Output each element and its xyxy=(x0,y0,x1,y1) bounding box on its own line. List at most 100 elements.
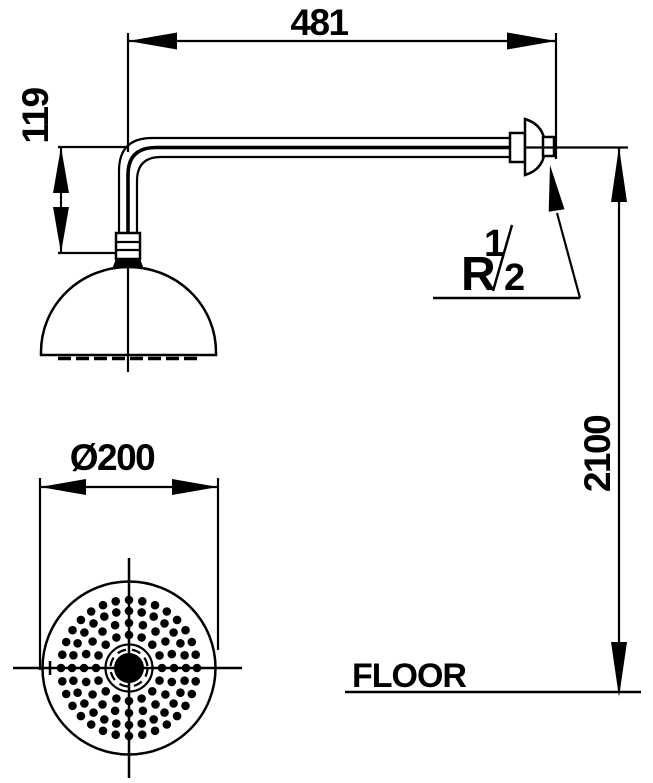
spray-hole-dot xyxy=(61,637,71,647)
spray-hole-dot xyxy=(149,715,158,724)
spray-hole-dot xyxy=(124,618,134,628)
dimension-value: Ø200 xyxy=(70,437,155,478)
fraction-slash xyxy=(491,224,514,292)
arrowhead-down xyxy=(611,642,627,697)
spray-hole-dot xyxy=(98,600,108,610)
spray-hole-dot xyxy=(155,651,164,660)
spray-hole-dot xyxy=(137,694,146,703)
spray-hole-dot xyxy=(191,677,200,686)
spray-hole-dot xyxy=(67,663,77,673)
spray-hole-dot xyxy=(124,595,134,605)
spray-hole-dot xyxy=(172,615,182,625)
spray-hole-dot xyxy=(187,637,197,647)
spray-hole-dot xyxy=(98,627,107,636)
spray-hole-dot xyxy=(76,615,86,625)
spray-hole-dot xyxy=(149,612,158,621)
arrowhead-left xyxy=(128,32,177,50)
spray-hole-dot xyxy=(150,600,160,610)
arrowhead-up xyxy=(611,147,627,202)
spray-hole-dot xyxy=(56,663,66,673)
dimension-value: 2100 xyxy=(577,415,618,492)
spray-hole-dot xyxy=(137,633,146,642)
spray-hole-dot xyxy=(138,706,148,716)
spray-hole-dot xyxy=(80,699,89,708)
leader-line xyxy=(555,212,582,299)
spray-hole-dot xyxy=(180,651,189,660)
spray-hole-dot xyxy=(61,689,71,699)
spray-hole-dot xyxy=(138,620,148,630)
spray-hole-dot xyxy=(180,676,189,685)
spray-hole-dot xyxy=(161,690,170,699)
spray-hole-dot xyxy=(88,637,97,646)
spray-hole-dot xyxy=(124,720,134,730)
spray-hole-dot xyxy=(86,607,96,616)
dimension-head-offset: 119 xyxy=(15,87,129,255)
dimension-value: 481 xyxy=(290,2,348,43)
floor-reference: FLOOR xyxy=(345,657,641,695)
spray-hole-dot xyxy=(169,699,178,708)
spray-hole-dot xyxy=(101,687,110,696)
spray-hole-dot xyxy=(100,715,109,724)
arrowhead-right xyxy=(507,32,556,50)
dimension-mount-height: 2100 xyxy=(577,147,627,697)
center-inlet-disc xyxy=(114,653,144,683)
spray-hole-dot xyxy=(137,719,146,728)
spray-hole-dot xyxy=(79,663,89,673)
spray-hole-dot xyxy=(176,688,185,697)
arrowhead-up xyxy=(53,147,69,193)
arrowhead-left xyxy=(40,479,86,495)
shower-arm-inner-line xyxy=(135,155,512,233)
spray-hole-dot xyxy=(181,663,191,673)
spray-hole-dot xyxy=(160,619,169,628)
spray-hole-dot xyxy=(89,708,98,717)
spray-hole-dot xyxy=(151,700,160,709)
spray-hole-dot xyxy=(138,730,147,739)
spray-hole-dot xyxy=(69,676,78,685)
leader-arrowhead xyxy=(548,165,565,212)
spray-hole-dot xyxy=(101,640,110,649)
spray-hole-dot xyxy=(94,651,103,660)
arm-wall-collar xyxy=(508,131,527,164)
arrowhead-right xyxy=(172,479,218,495)
center-dashed-circle xyxy=(109,648,149,688)
spray-hole-dot xyxy=(160,708,169,717)
spray-hole-dot xyxy=(124,606,134,616)
spray-hole-dot xyxy=(81,649,91,659)
spray-hole-dot xyxy=(124,630,134,640)
spray-hole-dot xyxy=(68,625,77,635)
spray-hole-dot xyxy=(187,689,197,699)
arrowhead-down xyxy=(53,207,69,253)
spray-hole-dot xyxy=(110,620,120,630)
spray-hole-dot xyxy=(137,608,146,617)
spray-hole-dot xyxy=(138,597,147,606)
head-connector-nut xyxy=(114,231,142,261)
spray-dot-pattern xyxy=(56,595,202,741)
spray-hole-dot xyxy=(169,628,178,637)
spray-hole-dot xyxy=(111,597,120,606)
spray-hole-dot xyxy=(94,676,103,685)
spray-hole-dot xyxy=(151,627,160,636)
spray-hole-dot xyxy=(98,726,108,736)
spray-hole-dot xyxy=(112,608,121,617)
spray-hole-dot xyxy=(80,628,89,637)
spray-hole-dot xyxy=(169,663,179,673)
shower-arm-outer-line xyxy=(117,136,512,233)
spray-hole-dot xyxy=(167,677,177,687)
spray-hole-dot xyxy=(155,676,164,685)
spray-hole-dot xyxy=(124,708,134,718)
spray-hole-dot xyxy=(112,694,121,703)
floor-label: FLOOR xyxy=(352,657,466,695)
thread-numerator: 1 xyxy=(484,223,505,265)
spray-hole-dot xyxy=(111,730,120,739)
spray-hole-dot xyxy=(112,719,121,728)
spray-hole-dot xyxy=(176,639,185,648)
spray-hole-dot xyxy=(110,706,120,716)
spray-hole-dot xyxy=(162,607,172,616)
thread-annotation: R 1 2 xyxy=(433,165,582,301)
spray-hole-dot xyxy=(148,687,157,696)
spray-hole-dot xyxy=(100,612,109,621)
spray-hole-dot xyxy=(181,701,190,711)
center-boss-circle xyxy=(104,643,154,693)
spray-hole-dot xyxy=(86,720,96,729)
